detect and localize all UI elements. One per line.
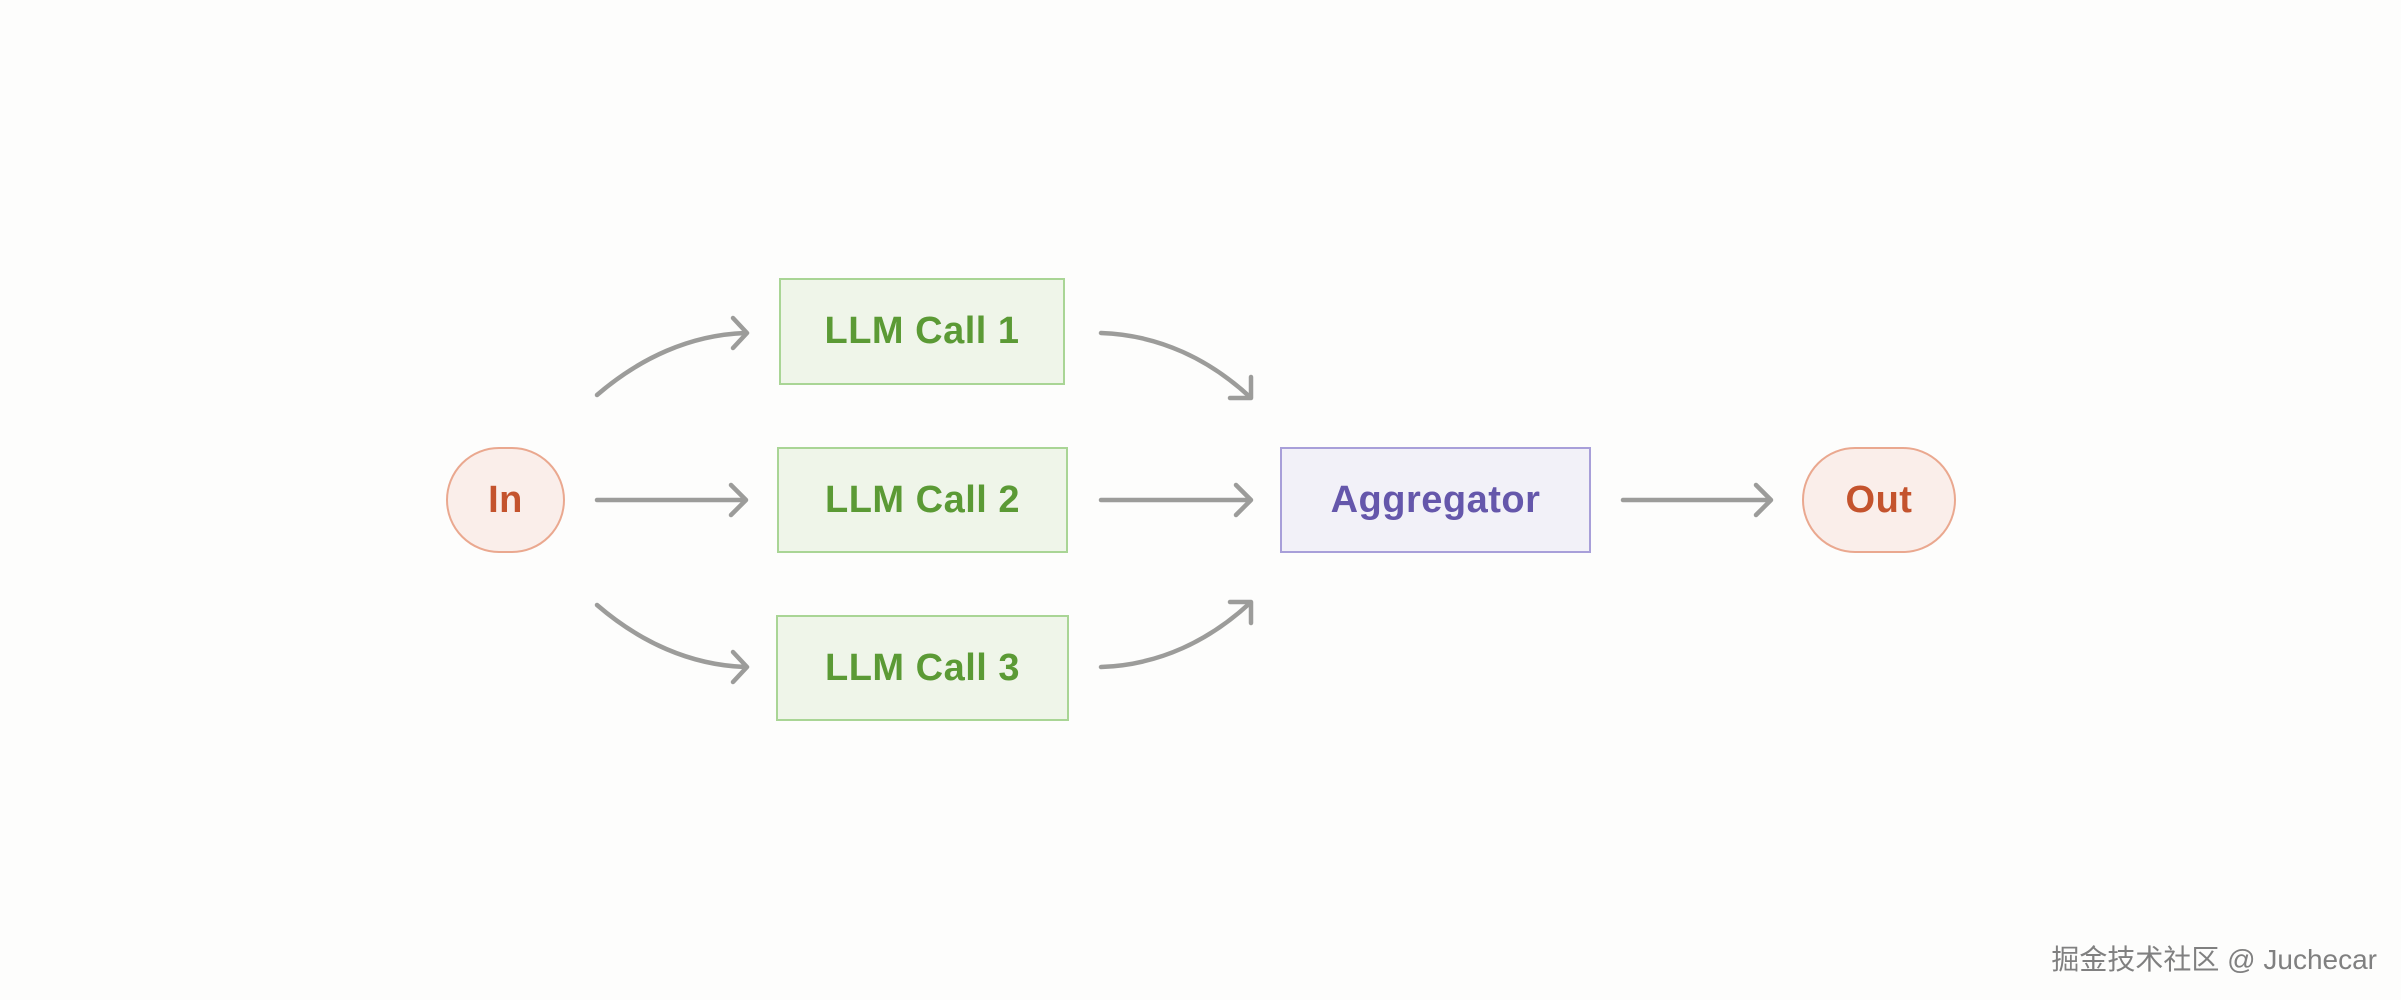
arrow-in-to-llm-call-2	[594, 482, 749, 518]
watermark: 掘金技术社区 @ Juchecar	[2051, 944, 2377, 975]
in-label: In	[488, 478, 523, 521]
arrow-llm-call-2-to-aggregator	[1098, 482, 1254, 518]
llm-call-2-node: LLM Call 2	[777, 447, 1068, 553]
llm-call-1-node: LLM Call 1	[779, 278, 1065, 385]
in-node: In	[446, 447, 565, 553]
arrow-aggregator-to-out	[1620, 482, 1774, 518]
llm-call-3-node: LLM Call 3	[776, 615, 1069, 721]
out-label: Out	[1845, 478, 1913, 521]
aggregator-node: Aggregator	[1280, 447, 1591, 553]
arrow-in-to-llm-call-1	[594, 315, 750, 398]
out-node: Out	[1802, 447, 1956, 553]
aggregator-label: Aggregator	[1330, 478, 1541, 521]
llm-call-2-label: LLM Call 2	[824, 478, 1021, 521]
arrow-llm-call-3-to-aggregator	[1098, 599, 1254, 670]
arrow-in-to-llm-call-3	[594, 602, 750, 685]
llm-call-1-label: LLM Call 1	[824, 310, 1020, 352]
llm-call-3-label: LLM Call 3	[824, 646, 1021, 689]
arrow-llm-call-1-to-aggregator	[1098, 330, 1254, 401]
